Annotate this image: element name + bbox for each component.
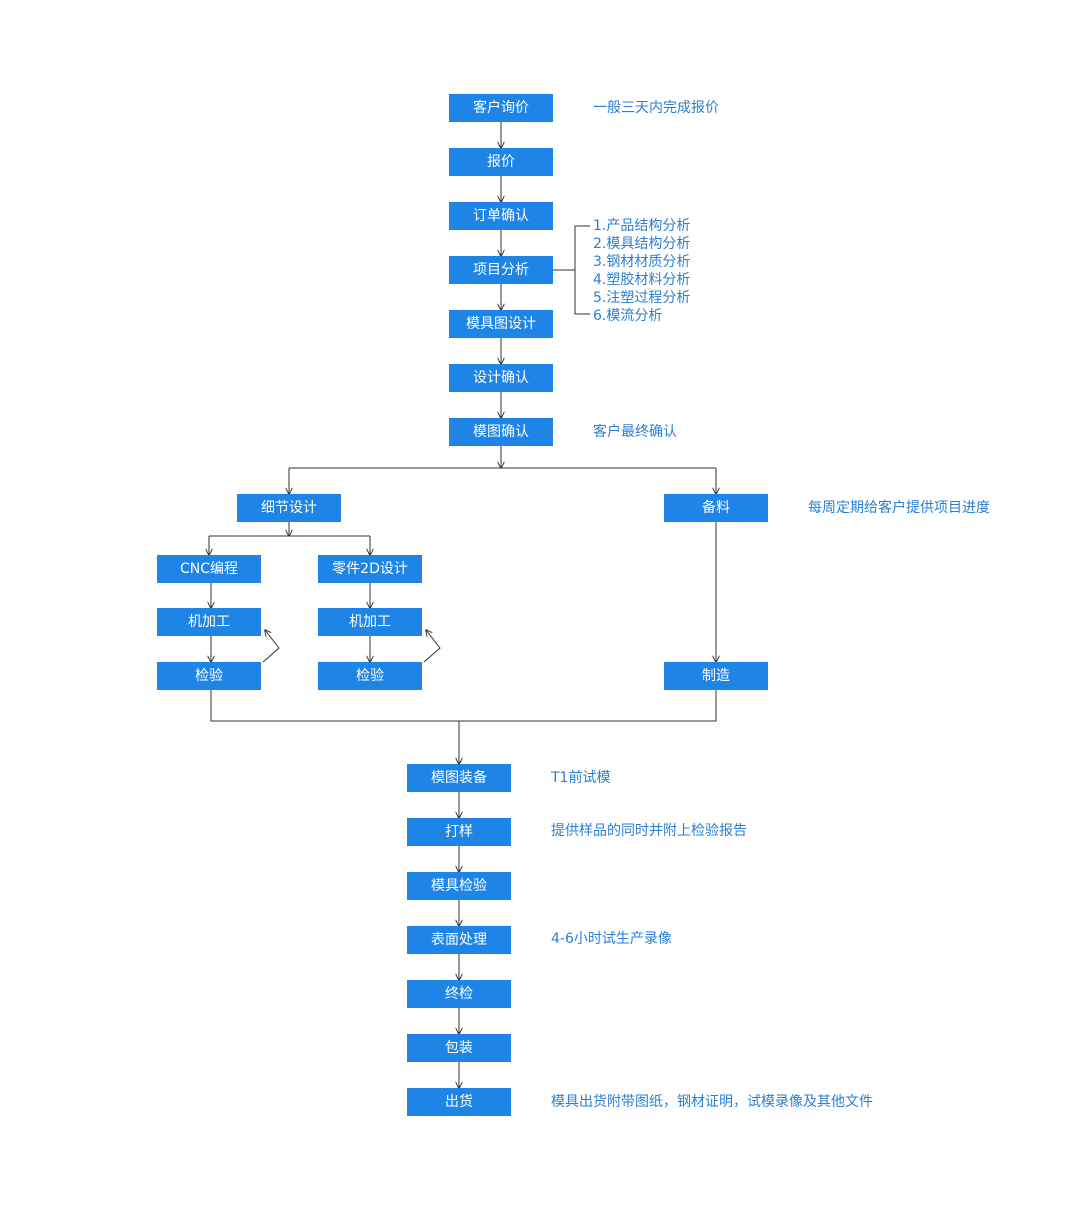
step-drawing-confirm: 模图确认 <box>449 418 553 446</box>
step-packing: 包装 <box>407 1034 511 1062</box>
analysis-item: 6.模流分析 <box>593 308 663 324</box>
analysis-bracket <box>574 225 590 315</box>
step-manufacture: 制造 <box>664 662 768 690</box>
analysis-item: 2.模具结构分析 <box>593 236 691 252</box>
note-analysis-list: 1.产品结构分析 2.模具结构分析 3.钢材材质分析 4.塑胶材料分析 5.注塑… <box>593 217 690 325</box>
step-final-inspect: 终检 <box>407 980 511 1008</box>
step-mold-design: 模具图设计 <box>449 310 553 338</box>
step-machining-middle: 机加工 <box>318 608 422 636</box>
step-assembly: 模图装备 <box>407 764 511 792</box>
rework-arrow <box>262 630 280 663</box>
step-design-confirm: 设计确认 <box>449 364 553 392</box>
step-detail-design: 细节设计 <box>237 494 341 522</box>
merge-line <box>210 690 717 722</box>
note-drawing-confirm: 客户最终确认 <box>593 424 677 440</box>
analysis-item: 1.产品结构分析 <box>593 218 691 234</box>
step-project-analysis: 项目分析 <box>449 256 553 284</box>
step-material-prep: 备料 <box>664 494 768 522</box>
note-surface: 4-6小时试生产录像 <box>551 931 672 947</box>
step-inspect-left: 检验 <box>157 662 261 690</box>
note-material-prep: 每周定期给客户提供项目进度 <box>808 500 990 516</box>
step-machining-left: 机加工 <box>157 608 261 636</box>
step-inspect-middle: 检验 <box>318 662 422 690</box>
rework-arrow <box>423 630 441 663</box>
step-mold-inspect: 模具检验 <box>407 872 511 900</box>
step-quote: 报价 <box>449 148 553 176</box>
step-sampling: 打样 <box>407 818 511 846</box>
step-inquiry: 客户询价 <box>449 94 553 122</box>
note-inquiry: 一般三天内完成报价 <box>593 100 719 116</box>
note-sampling: 提供样品的同时并附上检验报告 <box>551 823 747 839</box>
analysis-item: 5.注塑过程分析 <box>593 290 691 306</box>
note-shipping: 模具出货附带图纸，钢材证明，试模录像及其他文件 <box>551 1094 873 1110</box>
analysis-item: 3.钢材材质分析 <box>593 254 691 270</box>
step-shipping: 出货 <box>407 1088 511 1116</box>
step-cnc-programming: CNC编程 <box>157 555 261 583</box>
step-surface-treatment: 表面处理 <box>407 926 511 954</box>
analysis-item: 4.塑胶材料分析 <box>593 272 691 288</box>
step-parts-2d-design: 零件2D设计 <box>318 555 422 583</box>
step-order-confirm: 订单确认 <box>449 202 553 230</box>
note-assembly: T1前试模 <box>551 770 611 786</box>
